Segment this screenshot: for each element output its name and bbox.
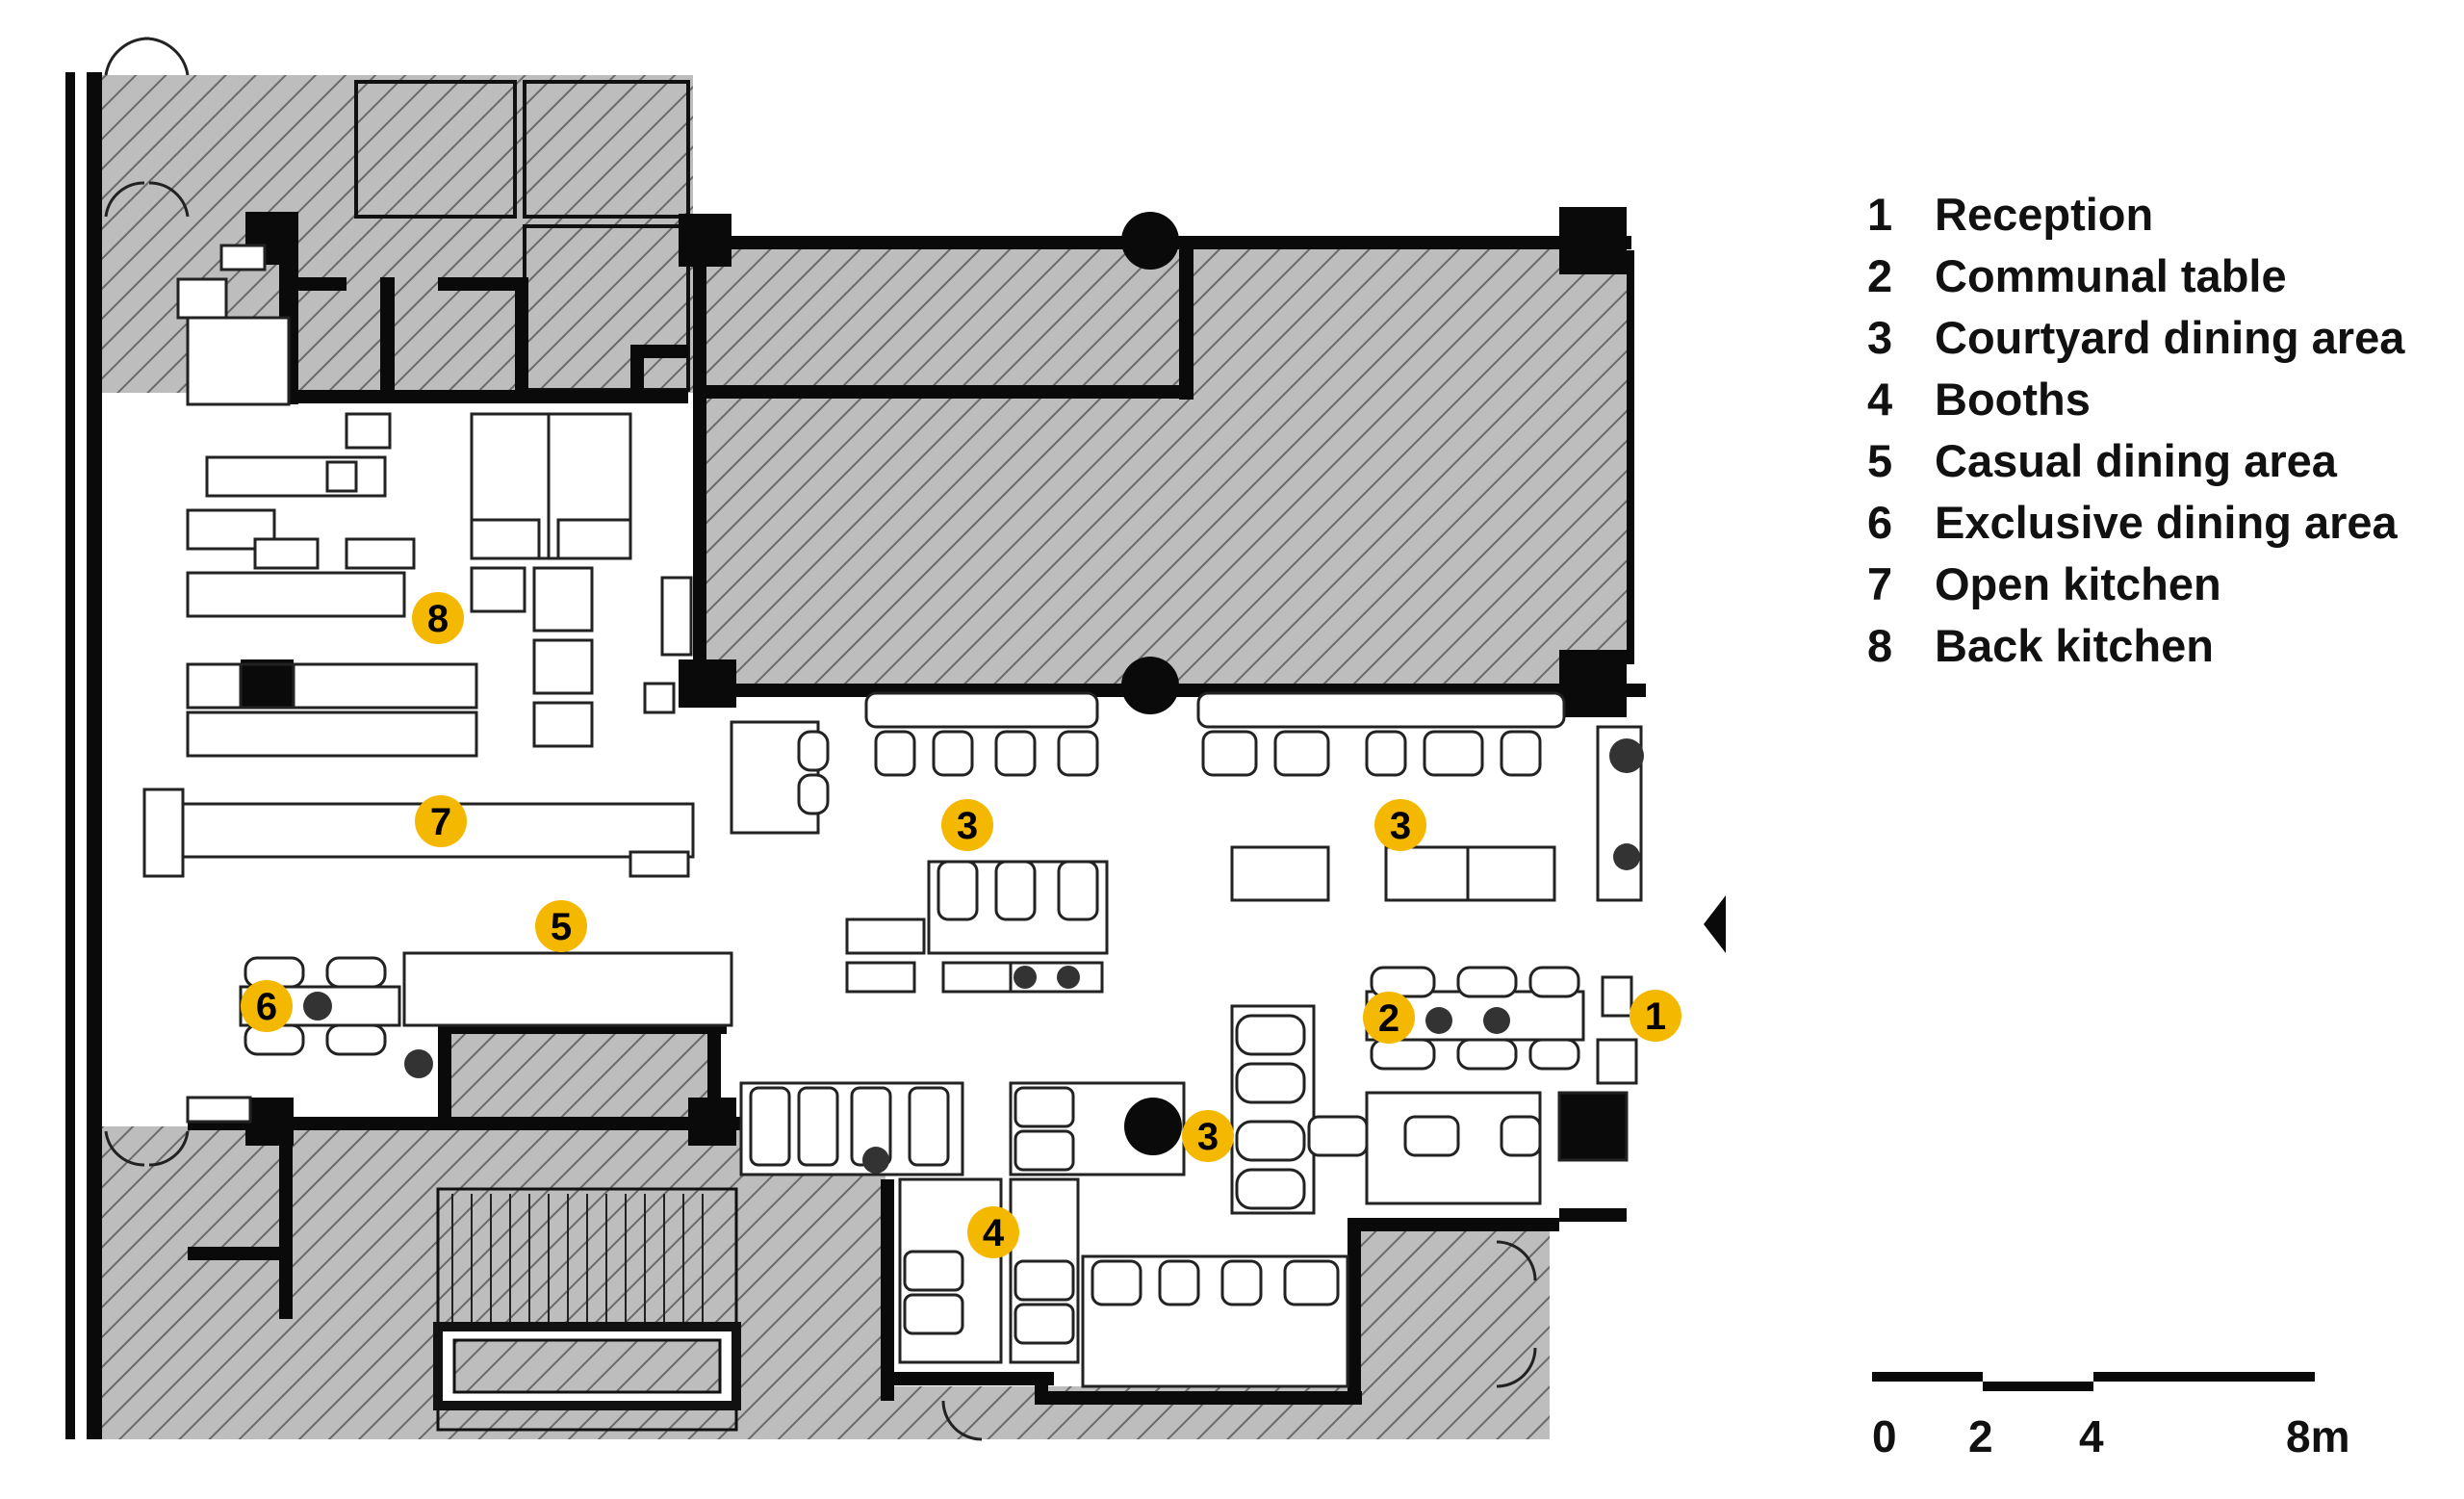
svg-text:5: 5 — [551, 906, 572, 948]
svg-text:3: 3 — [1197, 1116, 1219, 1158]
legend-item: 5 Casual dining area — [1867, 429, 2404, 491]
legend-label: Open kitchen — [1935, 557, 2221, 609]
svg-text:2: 2 — [1378, 997, 1399, 1040]
legend-item: 8 Back kitchen — [1867, 614, 2404, 676]
hatched-area-core — [438, 1025, 707, 1126]
zone-marker-6: 6 — [241, 980, 293, 1032]
svg-text:3: 3 — [1390, 805, 1411, 847]
svg-text:3: 3 — [957, 805, 978, 847]
zone-markers: 8 7 5 6 3 3 3 4 2 1 — [241, 592, 1681, 1258]
svg-text:7: 7 — [430, 801, 451, 843]
legend: 1 Reception 2 Communal table 3 Courtyard di… — [1867, 183, 2404, 676]
svg-text:1: 1 — [1645, 995, 1666, 1038]
svg-text:8: 8 — [427, 598, 449, 640]
legend-number: 7 — [1867, 557, 1893, 609]
legend-item: 4 Booths — [1867, 368, 2404, 429]
legend-item: 7 Open kitchen — [1867, 553, 2404, 614]
hatched-area-large-block — [693, 236, 1627, 684]
doors — [104, 37, 1537, 1441]
scale-tick-label: 2 — [1968, 1411, 1993, 1461]
legend-item: 6 Exclusive dining area — [1867, 491, 2404, 553]
legend-label: Reception — [1935, 188, 2154, 240]
scale-tick-label: 0 — [1872, 1411, 1897, 1461]
legend-item: 3 Courtyard dining area — [1867, 306, 2404, 368]
legend-label: Booths — [1935, 373, 2091, 425]
svg-text:4: 4 — [983, 1212, 1005, 1254]
legend-item: 2 Communal table — [1867, 245, 2404, 306]
legend-label: Back kitchen — [1935, 619, 2214, 671]
columns — [1124, 1098, 1182, 1155]
scale-tick-label: 4 — [2079, 1411, 2104, 1461]
legend-number: 2 — [1867, 249, 1893, 301]
zone-marker-3b: 3 — [1374, 799, 1426, 851]
svg-text:6: 6 — [256, 986, 277, 1028]
legend-number: 1 — [1867, 188, 1893, 240]
legend-label: Casual dining area — [1935, 434, 2337, 486]
zone-marker-3a: 3 — [941, 799, 993, 851]
plant-icons — [303, 738, 1644, 1174]
zone-marker-3c: 3 — [1182, 1110, 1234, 1162]
zone-marker-4: 4 — [967, 1206, 1019, 1258]
zone-marker-1: 1 — [1630, 990, 1681, 1042]
scale-bar-graphic — [1872, 1372, 2315, 1391]
legend-number: 4 — [1867, 373, 1893, 425]
chairs — [244, 730, 1580, 1345]
legend-label: Exclusive dining area — [1935, 496, 2398, 548]
legend-number: 3 — [1867, 311, 1893, 363]
scale-tick-label: 8m — [2286, 1411, 2350, 1461]
scale-bar: 0 2 4 8m — [1872, 1357, 2349, 1483]
walls — [65, 72, 1646, 1439]
legend-item: 1 Reception — [1867, 183, 2404, 245]
zone-marker-7: 7 — [415, 795, 467, 847]
entrance-arrow-icon — [1704, 895, 1726, 953]
zone-marker-5: 5 — [535, 900, 587, 952]
legend-number: 6 — [1867, 496, 1893, 548]
kitchen-fixtures — [142, 244, 695, 878]
zone-marker-2: 2 — [1363, 992, 1415, 1044]
legend-number: 5 — [1867, 434, 1893, 486]
legend-number: 8 — [1867, 619, 1893, 671]
legend-label: Courtyard dining area — [1935, 311, 2405, 363]
stairs — [433, 1187, 741, 1432]
legend-label: Communal table — [1935, 249, 2287, 301]
zone-marker-8: 8 — [412, 592, 464, 644]
